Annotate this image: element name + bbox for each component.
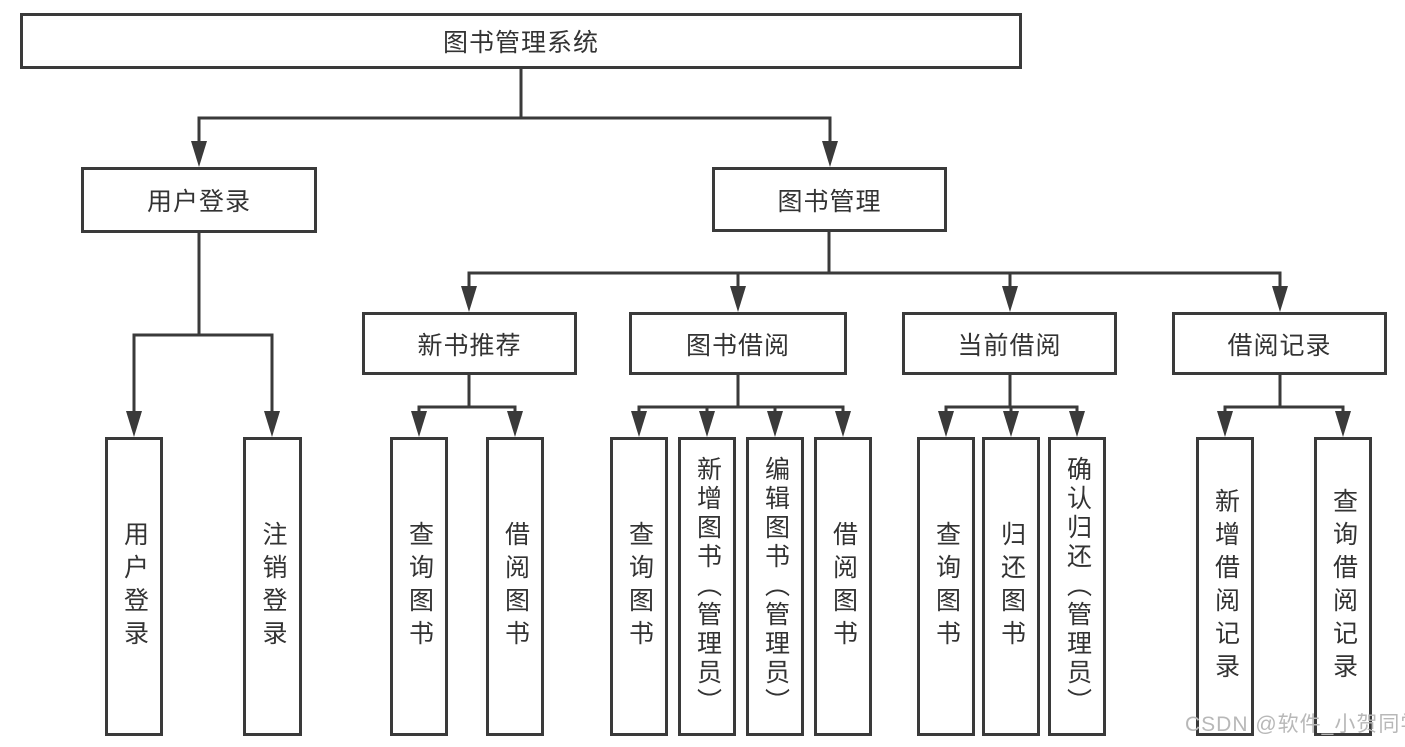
node-user-login-label: 用户登录	[146, 188, 251, 216]
node-book-borrow: 图书借阅	[629, 312, 847, 375]
node-root-system: 图书管理系统	[20, 13, 1022, 69]
node-borrow-records: 借阅记录	[1172, 312, 1387, 375]
leaf-borrow-books-borrow-label: 借阅图书	[829, 520, 858, 653]
leaf-query-books-recommend: 查询图书	[390, 437, 448, 736]
leaf-add-borrow-record: 新增借阅记录	[1196, 437, 1254, 736]
node-current-borrow-label: 当前借阅	[957, 331, 1062, 360]
node-root-system-label: 图书管理系统	[442, 29, 599, 57]
leaf-return-book: 归还图书	[982, 437, 1040, 736]
leaf-borrow-books-recommend: 借阅图书	[486, 437, 544, 736]
leaf-query-books-borrow: 查询图书	[610, 437, 668, 736]
leaf-query-books-current: 查询图书	[917, 437, 975, 736]
leaf-edit-book-admin: 编辑图书（管理员）	[746, 437, 804, 736]
leaf-query-borrow-record: 查询借阅记录	[1314, 437, 1372, 736]
leaf-logout-label: 注销登录	[259, 520, 287, 653]
node-borrow-records-label: 借阅记录	[1227, 331, 1332, 360]
node-new-book-recommend-label: 新书推荐	[417, 331, 522, 360]
node-current-borrow: 当前借阅	[902, 312, 1117, 375]
leaf-add-book-admin: 新增图书（管理员）	[678, 437, 736, 736]
leaf-return-book-label: 归还图书	[997, 520, 1026, 653]
node-user-login: 用户登录	[81, 167, 317, 233]
leaf-borrow-books-borrow: 借阅图书	[814, 437, 872, 736]
leaf-user-login: 用户登录	[105, 437, 163, 736]
node-book-management-label: 图书管理	[777, 187, 882, 216]
leaf-logout: 注销登录	[243, 437, 302, 736]
leaf-edit-book-admin-label: 编辑图书（管理员）	[761, 456, 790, 717]
leaf-query-books-current-label: 查询图书	[932, 520, 961, 653]
leaf-add-book-admin-label: 新增图书（管理员）	[693, 456, 722, 717]
csdn-watermark: CSDN @软件_小贺同学	[1185, 713, 1405, 736]
leaf-query-borrow-record-label: 查询借阅记录	[1329, 487, 1358, 686]
node-book-borrow-label: 图书借阅	[685, 331, 790, 360]
leaf-add-borrow-record-label: 新增借阅记录	[1211, 487, 1240, 686]
node-new-book-recommend: 新书推荐	[362, 312, 577, 375]
leaf-query-books-borrow-label: 查询图书	[625, 520, 654, 653]
leaf-query-books-recommend-label: 查询图书	[405, 520, 434, 653]
leaf-confirm-return-admin-label: 确认归还（管理员）	[1063, 456, 1092, 717]
node-book-management: 图书管理	[712, 167, 947, 232]
leaf-user-login-label: 用户登录	[120, 520, 149, 653]
leaf-confirm-return-admin: 确认归还（管理员）	[1048, 437, 1106, 736]
leaf-borrow-books-recommend-label: 借阅图书	[501, 520, 530, 653]
